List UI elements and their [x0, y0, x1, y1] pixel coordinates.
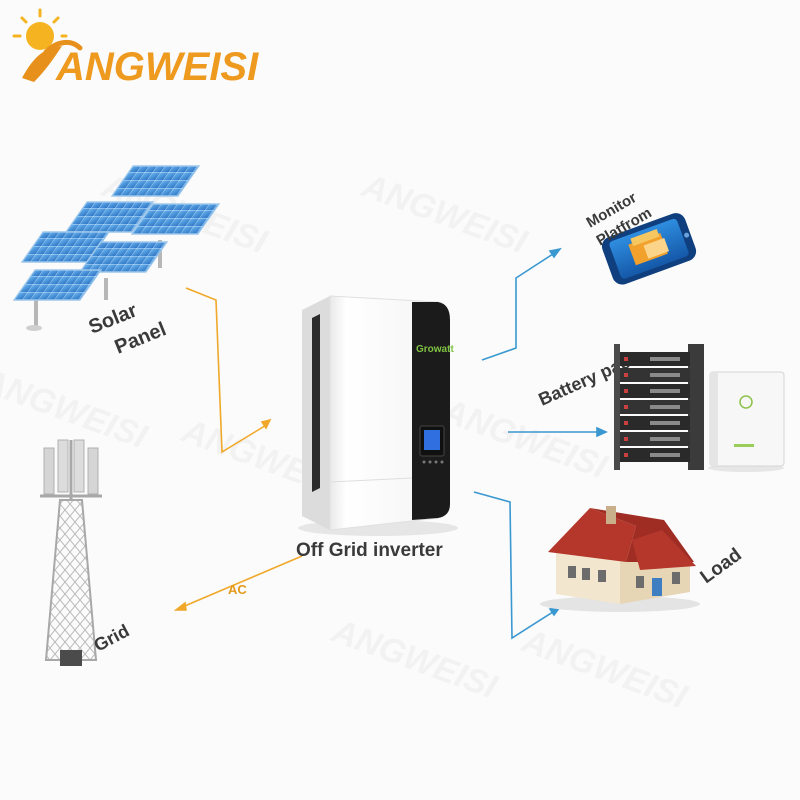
- sun-runner-logo-icon: [12, 8, 83, 82]
- inverter-device-icon: Growatt: [298, 295, 458, 536]
- ac-label: AC: [228, 582, 247, 597]
- brand-name: ANGWEISI: [55, 45, 259, 89]
- svg-text:ANGWEISI: ANGWEISI: [326, 611, 503, 706]
- inverter-brand-text: Growatt: [416, 344, 454, 355]
- solar-panel-array-icon: [12, 165, 221, 331]
- brand-logo: ANGWEISI: [12, 8, 259, 89]
- load-label: Load: [697, 544, 746, 588]
- inverter-caption: Off Grid inverter: [296, 540, 443, 561]
- connection-lines: [173, 247, 608, 640]
- inverter-to-grid-line: [179, 555, 303, 609]
- grid-label: Grid: [90, 620, 132, 655]
- svg-text:ANGWEISI: ANGWEISI: [516, 621, 693, 716]
- battery-rack-icon: [614, 344, 704, 470]
- house-icon: [540, 506, 700, 612]
- svg-text:ANGWEISI: ANGWEISI: [356, 166, 533, 261]
- svg-text:ANGWEISI: ANGWEISI: [436, 391, 613, 486]
- inverter-to-load-line: [473, 491, 557, 640]
- grid-tower-icon: [40, 439, 102, 666]
- monitor-phone-icon: [601, 213, 697, 285]
- inverter-to-monitor-line: [481, 251, 557, 361]
- solar-to-inverter-line: [185, 287, 269, 454]
- wall-battery-icon: [708, 371, 785, 472]
